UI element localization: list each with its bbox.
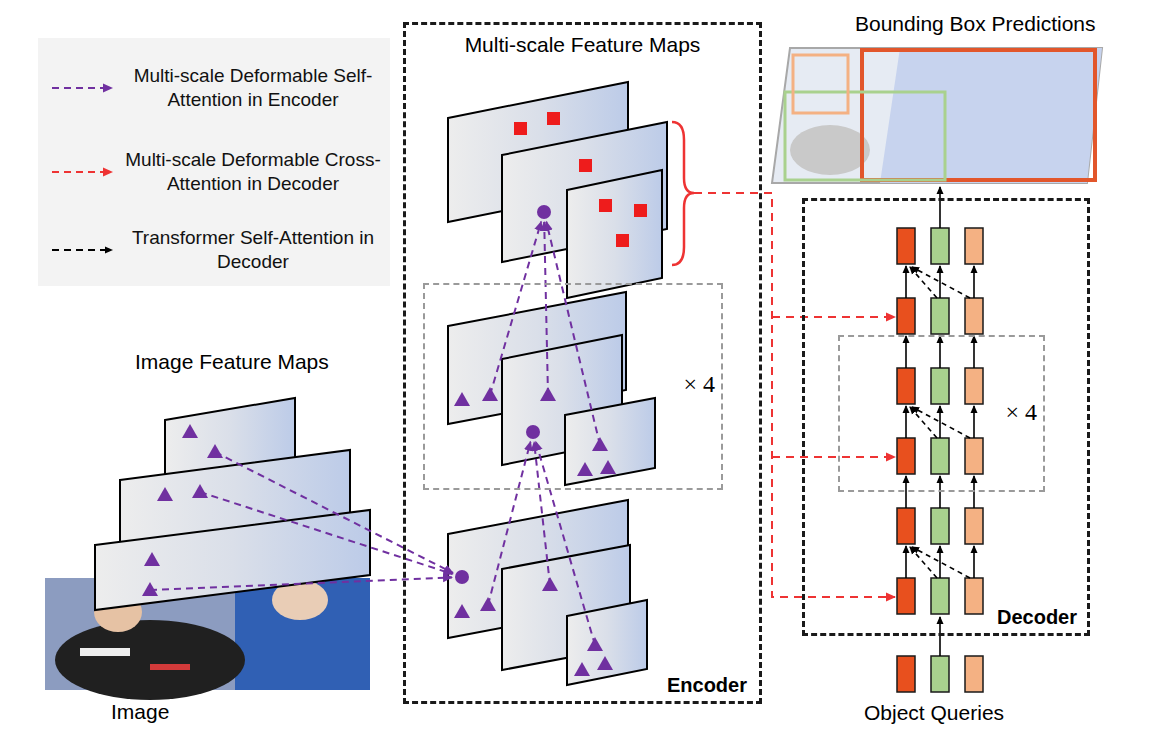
legend-sample [52, 171, 112, 173]
sampling-points [454, 205, 616, 676]
picture-title: Object Queries [864, 701, 1004, 725]
box-label: Decoder [997, 606, 1077, 629]
prediction-picture [772, 48, 1102, 183]
legend-text: Transformer Self-Attention in Decoder [122, 226, 384, 274]
repeat-box: × 4 [838, 335, 1045, 492]
decoder-flow-arrows [906, 187, 974, 656]
picture-title: Image Feature Maps [135, 350, 329, 374]
repeat-box: × 4 [423, 283, 723, 490]
deformable-attention-arrows [150, 222, 600, 645]
cross-attention-arrows [694, 193, 895, 597]
picture-title: Bounding Box Predictions [855, 12, 1096, 36]
query-vectors [897, 228, 983, 692]
output-points [514, 112, 647, 247]
image-feature-maps [95, 398, 370, 610]
bracket [672, 122, 694, 265]
repeat-label: × 4 [683, 371, 715, 399]
feature-map [448, 292, 655, 485]
self-attention-arrows [910, 267, 970, 578]
decoder-box: Decoder × 4 [802, 198, 1090, 636]
legend-sample [52, 87, 112, 89]
box-label: Encoder [667, 674, 747, 697]
section-title: Multi-scale Feature Maps [406, 33, 759, 57]
sampling-points [142, 424, 223, 596]
repeat-label: × 4 [1005, 399, 1037, 427]
legend-panel [38, 38, 390, 286]
legend-text: Multi-scale Deformable Cross-Attention i… [122, 148, 384, 196]
encoder-box: Multi-scale Feature MapsEncoder × 4 [403, 22, 762, 704]
legend-sample [52, 249, 112, 251]
feature-map [448, 500, 647, 685]
legend-text: Multi-scale Deformable Self-Attention in… [122, 64, 384, 112]
picture-title: Image [111, 700, 169, 724]
